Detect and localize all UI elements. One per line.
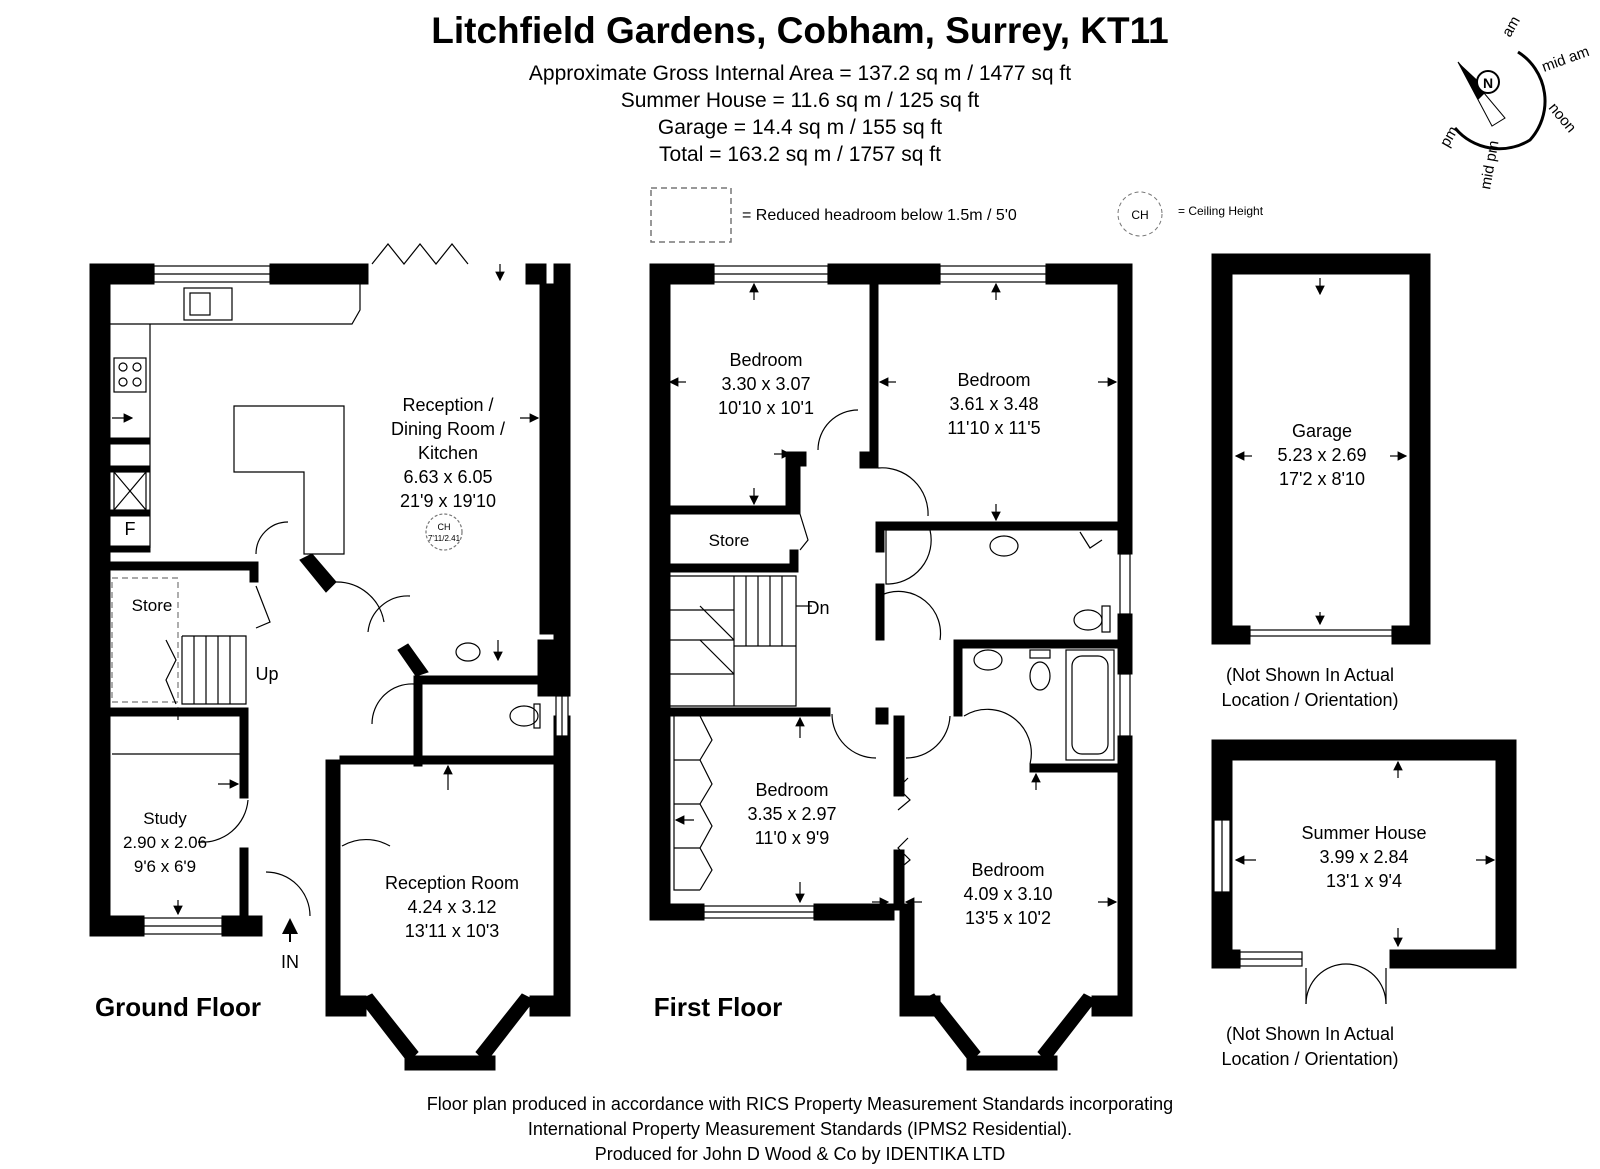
ceiling-height-swatch — [1117, 191, 1163, 237]
footer-line-2: International Property Measurement Stand… — [527, 1119, 1073, 1139]
garage-plan — [1211, 253, 1431, 645]
compass-mid-am: mid am — [1540, 43, 1592, 76]
reception-dining-name-1: Reception / — [402, 395, 493, 415]
fridge-label: F — [125, 519, 136, 539]
footer-line-1: Floor plan produced in accordance with R… — [426, 1094, 1174, 1114]
area-summer-house: Summer House = 11.6 sq m / 125 sq ft — [620, 89, 980, 112]
summer-house-metric: 3.99 x 2.84 — [1319, 847, 1408, 867]
bedroom-4-name: Bedroom — [971, 860, 1044, 880]
bedroom-1-name: Bedroom — [729, 350, 802, 370]
garage-name: Garage — [1292, 421, 1352, 441]
compass-noon: noon — [1545, 100, 1579, 136]
bedroom-3-metric: 3.35 x 2.97 — [747, 804, 836, 824]
reception-dining-imperial: 21'9 x 19'10 — [400, 491, 496, 511]
ground-floor-label: Ground Floor — [95, 992, 261, 1022]
first-floor-plan — [649, 263, 1133, 1071]
study-name: Study — [143, 809, 187, 828]
reception-dining-name-3: Kitchen — [418, 443, 478, 463]
bedroom-3-name: Bedroom — [755, 780, 828, 800]
entrance-label: IN — [281, 952, 299, 972]
reduced-headroom-swatch — [650, 187, 732, 243]
reception-room-imperial: 13'11 x 10'3 — [405, 921, 500, 941]
bedroom-2-name: Bedroom — [957, 370, 1030, 390]
page-title: Litchfield Gardens, Cobham, Surrey, KT11 — [431, 10, 1169, 51]
ch-badge-value: 7'11/2.41 — [428, 534, 461, 543]
legend-ceiling-height: = Ceiling Height — [1178, 204, 1264, 218]
garage-note-1: (Not Shown In Actual — [1226, 665, 1394, 685]
bedroom-2-metric: 3.61 x 3.48 — [949, 394, 1038, 414]
area-gross: Approximate Gross Internal Area = 137.2 … — [528, 62, 1072, 85]
area-summary: Approximate Gross Internal Area = 137.2 … — [0, 60, 1600, 168]
bedroom-1-imperial: 10'10 x 10'1 — [718, 398, 814, 418]
garage-imperial: 17'2 x 8'10 — [1279, 469, 1365, 489]
compass-am: am — [1499, 13, 1524, 40]
ground-store-label: Store — [132, 596, 173, 615]
stairs-down-label: Dn — [806, 598, 829, 618]
reception-dining-metric: 6.63 x 6.05 — [403, 467, 492, 487]
footer-credits: Floor plan produced in accordance with R… — [0, 1092, 1600, 1167]
compass-north: N — [1483, 75, 1493, 91]
garage-metric: 5.23 x 2.69 — [1277, 445, 1366, 465]
legend-ch-symbol: CH — [1131, 208, 1148, 222]
bedroom-3-imperial: 11'0 x 9'9 — [755, 828, 830, 848]
summer-house-note-2: Location / Orientation) — [1221, 1049, 1398, 1069]
reception-room-metric: 4.24 x 3.12 — [407, 897, 496, 917]
footer-line-3: Produced for John D Wood & Co by IDENTIK… — [594, 1144, 1006, 1164]
reception-room-name: Reception Room — [385, 873, 519, 893]
ground-floor-plan — [89, 263, 571, 1071]
reception-dining-name-2: Dining Room / — [391, 419, 505, 439]
compass-pm: pm — [1437, 123, 1462, 150]
bedroom-4-metric: 4.09 x 3.10 — [963, 884, 1052, 904]
bedroom-1-metric: 3.30 x 3.07 — [721, 374, 810, 394]
summer-house-name: Summer House — [1301, 823, 1426, 843]
ch-badge-label: CH — [438, 522, 451, 532]
area-total: Total = 163.2 sq m / 1757 sq ft — [659, 143, 941, 166]
garage-note-2: Location / Orientation) — [1221, 690, 1398, 710]
bedroom-4-imperial: 13'5 x 10'2 — [965, 908, 1051, 928]
bedroom-2-imperial: 11'10 x 11'5 — [947, 418, 1040, 438]
study-imperial: 9'6 x 6'9 — [134, 857, 196, 876]
summer-house-note-1: (Not Shown In Actual — [1226, 1024, 1394, 1044]
first-store-label: Store — [709, 531, 750, 550]
compass-icon: N am mid am noon mid pm pm — [1437, 13, 1592, 190]
summer-house-imperial: 13'1 x 9'4 — [1326, 871, 1402, 891]
stairs-up-label: Up — [255, 664, 278, 684]
area-garage: Garage = 14.4 sq m / 155 sq ft — [657, 116, 943, 139]
study-metric: 2.90 x 2.06 — [123, 833, 207, 852]
legend-reduced-headroom: = Reduced headroom below 1.5m / 5'0 — [742, 207, 1017, 224]
first-floor-label: First Floor — [654, 992, 783, 1022]
